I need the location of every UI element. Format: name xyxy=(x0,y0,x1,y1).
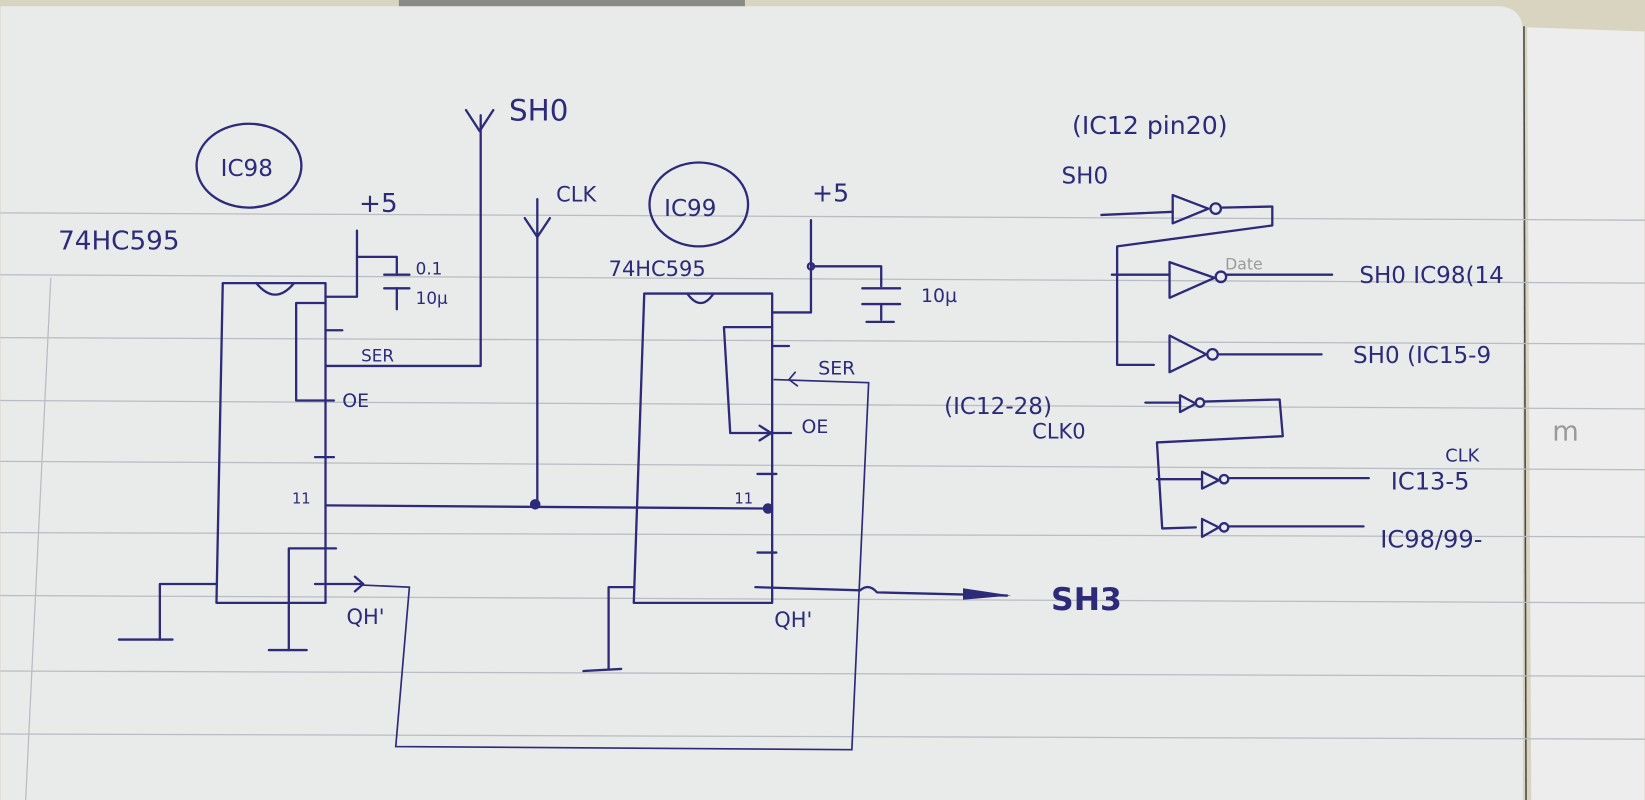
clk-output-2-label: IC98/99- xyxy=(1380,525,1482,553)
ruled-lines xyxy=(0,212,1645,800)
ic98-pin-11: 11 xyxy=(292,490,311,507)
sh3-output-wire xyxy=(754,586,1009,597)
sh0-input-arrow-icon xyxy=(464,108,495,133)
clk-output-1-label: IC13-5 xyxy=(1391,468,1470,496)
ic98-ser-wire xyxy=(324,114,482,368)
ic99-group: IC99 74HC595 +5 10µ OE SER 11 SH3 QH' xyxy=(582,161,1122,673)
ic98-cap-label: 0.1 xyxy=(416,259,443,279)
clk-input-arrow-icon xyxy=(523,216,552,239)
buffer-section: (IC12 pin20) SH0 SH0 IC98(14 SH0 (IC15-9… xyxy=(944,111,1504,553)
inverter-icon xyxy=(1168,260,1216,299)
ic98-pin-oe: OE xyxy=(342,390,369,412)
sh0-input-label: SH0 xyxy=(509,94,568,128)
ic99-pin-qh: QH' xyxy=(774,608,812,632)
printed-date-label: Date xyxy=(1225,254,1263,273)
ic98-cap-overwritten: 10µ xyxy=(416,288,448,308)
ic99-vcc-wire xyxy=(771,219,813,314)
ic98-oe-loop xyxy=(295,301,336,402)
clk-horizontal-wire xyxy=(324,504,770,510)
ic98-supply-label: +5 xyxy=(359,189,398,219)
ic98-pin-ser: SER xyxy=(361,346,394,366)
ic99-ground-icon xyxy=(582,667,623,673)
clk-output-1: IC13-5 xyxy=(1155,468,1470,496)
ic98-id-label: IC98 xyxy=(221,156,273,182)
ic98-cap-wire xyxy=(355,255,398,276)
inverter-icon xyxy=(1200,470,1220,490)
ic99-cap-wire xyxy=(809,265,883,288)
ic99-cap-label: 10µ xyxy=(921,285,957,307)
ic99-pin11-dot xyxy=(762,503,774,514)
ic98-body xyxy=(215,281,327,605)
ic98-group: IC98 74HC595 +5 0.1 10µ OE SER SH0 11 xyxy=(58,94,870,751)
ic99-pin-ser: SER xyxy=(818,357,855,379)
clk-input-inverter xyxy=(1144,394,1284,530)
ic98-part-number: 74HC595 xyxy=(58,227,179,257)
sh0-output-2: SH0 (IC15-9 xyxy=(1168,334,1491,374)
sh0-output-2-label: SH0 (IC15-9 xyxy=(1353,343,1491,369)
ic99-notch xyxy=(686,292,715,305)
clk-junction-dot xyxy=(529,499,541,510)
ic99-pin-11: 11 xyxy=(734,490,753,507)
inverter-icon xyxy=(1171,193,1210,225)
ic98-gnd-wire xyxy=(158,582,218,641)
sh0-input-inverter xyxy=(1100,193,1274,367)
sh3-arrow-icon xyxy=(962,588,1012,600)
sh0-output-1-label: SH0 IC98(14 xyxy=(1359,263,1503,289)
foil-strip xyxy=(398,0,745,9)
ic98-qh-arrow-icon xyxy=(353,575,365,593)
sh3-output-label: SH3 xyxy=(1051,582,1122,618)
ic99-pin-oe: OE xyxy=(802,416,829,438)
ic98-vcc-wire xyxy=(324,229,359,298)
ic99-id-label: IC99 xyxy=(664,196,716,222)
clk-header-label: CLK xyxy=(1445,445,1480,466)
ic99-oe-loop xyxy=(722,325,774,435)
inverter-icon xyxy=(1178,394,1197,414)
sh0-output-1: SH0 IC98(14 xyxy=(1110,260,1504,299)
clk-bus: CLK xyxy=(324,182,774,514)
ic98-pin-qh: QH' xyxy=(346,605,384,629)
notebook-page-left xyxy=(0,6,1523,800)
ic98-notch xyxy=(255,281,296,296)
clk-source-name: CLK0 xyxy=(1032,419,1085,443)
clk-output-2: IC98/99- xyxy=(1200,517,1482,553)
clk-input-label: CLK xyxy=(556,182,597,206)
ic99-supply-label: +5 xyxy=(812,178,849,207)
notebook-page-right xyxy=(1527,27,1645,800)
ic99-ser-arrow-icon xyxy=(787,371,799,387)
ic99-gnd-wire xyxy=(607,586,635,671)
ic98-gnd-wire-2 xyxy=(287,547,327,652)
margin-scribble: m xyxy=(1552,416,1579,447)
ic99-circle xyxy=(648,161,750,248)
buffer-sh0-label: SH0 xyxy=(1062,163,1109,189)
inverter-icon xyxy=(1200,517,1220,538)
ic99-part-number: 74HC595 xyxy=(609,257,706,281)
page-gutter xyxy=(1523,26,1527,800)
ic98-circle xyxy=(195,122,303,209)
ic99-body xyxy=(632,292,774,605)
cascade-wire xyxy=(361,378,870,751)
inverter-icon xyxy=(1168,334,1208,374)
clk-source-label: (IC12-28) xyxy=(944,394,1052,420)
buffer-note-top: (IC12 pin20) xyxy=(1072,111,1228,140)
